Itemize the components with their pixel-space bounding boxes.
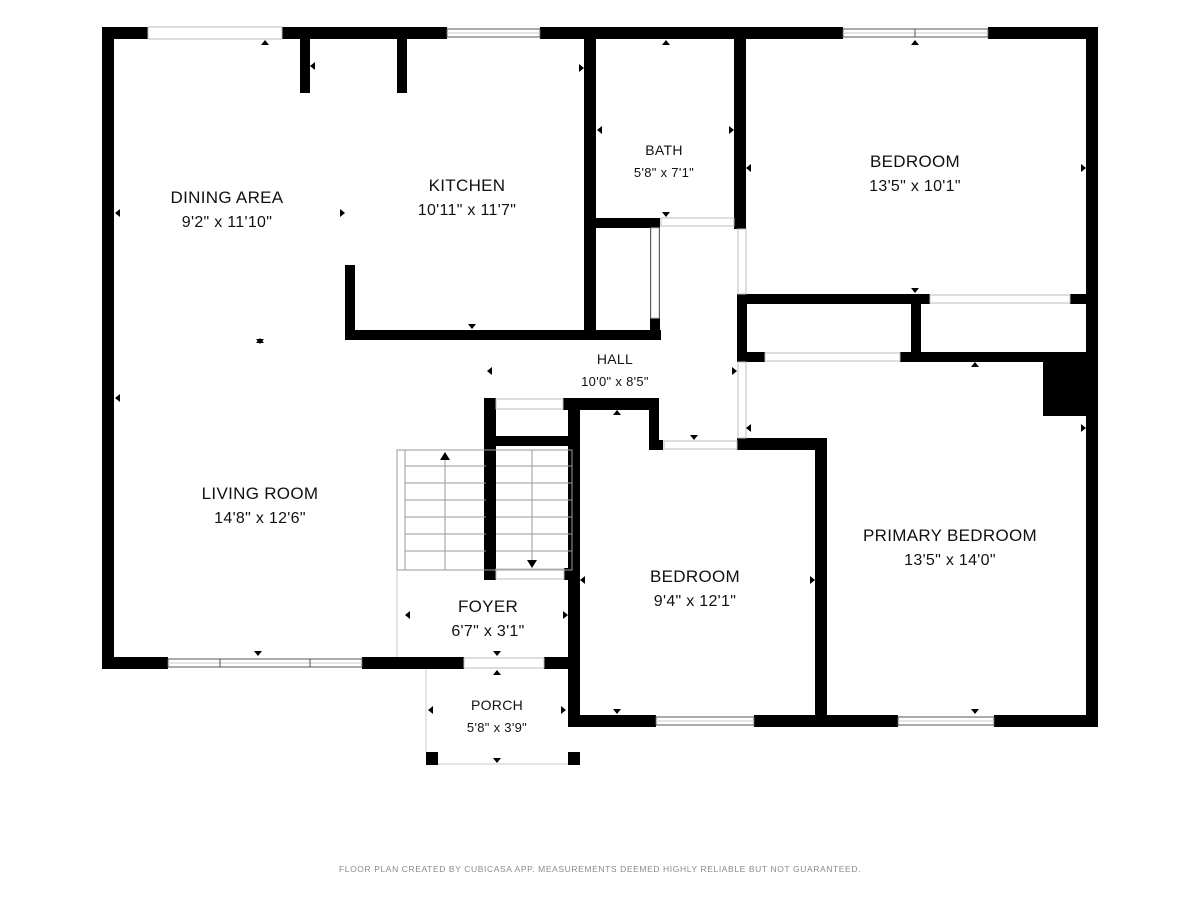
room-label-dining: DINING AREA 9'2" x 11'10" (171, 188, 284, 231)
room-label-living: LIVING ROOM 14'8" x 12'6" (202, 484, 319, 527)
interior-walls (300, 37, 1090, 765)
room-dims-living: 14'8" x 12'6" (214, 510, 306, 527)
foyer-porch-outline (396, 570, 568, 765)
room-dims-bedroom-top: 13'5" x 10'1" (869, 178, 961, 195)
room-name-bath: BATH (645, 142, 683, 158)
room-label-bedroom-mid: BEDROOM 9'4" x 12'1" (650, 567, 740, 610)
windows (147, 26, 1071, 726)
room-label-porch: PORCH 5'8" x 3'9" (467, 697, 527, 735)
footer-disclaimer: FLOOR PLAN CREATED BY CUBICASA APP. MEAS… (339, 864, 861, 874)
room-label-hall: HALL 10'0" x 8'5" (581, 351, 649, 389)
room-label-bedroom-top: BEDROOM 13'5" x 10'1" (869, 152, 961, 195)
room-dims-primary: 13'5" x 14'0" (904, 552, 996, 569)
outer-walls (102, 27, 1098, 727)
room-label-bath: BATH 5'8" x 7'1" (634, 142, 694, 180)
room-name-dining: DINING AREA (171, 188, 284, 207)
stairs (396, 449, 573, 571)
room-name-living: LIVING ROOM (202, 484, 319, 503)
room-label-kitchen: KITCHEN 10'11" x 11'7" (418, 176, 516, 219)
room-dims-porch: 5'8" x 3'9" (467, 720, 527, 735)
room-dims-bath: 5'8" x 7'1" (634, 165, 694, 180)
room-dims-foyer: 6'7" x 3'1" (451, 623, 524, 640)
room-name-bedroom-mid: BEDROOM (650, 567, 740, 586)
room-name-primary: PRIMARY BEDROOM (863, 526, 1037, 545)
room-dims-hall: 10'0" x 8'5" (581, 374, 649, 389)
room-label-foyer: FOYER 6'7" x 3'1" (451, 597, 524, 640)
room-name-kitchen: KITCHEN (429, 176, 506, 195)
room-dims-kitchen: 10'11" x 11'7" (418, 202, 516, 219)
room-name-porch: PORCH (471, 697, 523, 713)
room-name-foyer: FOYER (458, 597, 518, 616)
room-dims-dining: 9'2" x 11'10" (182, 214, 272, 231)
room-dims-bedroom-mid: 9'4" x 12'1" (654, 593, 736, 610)
room-name-bedroom-top: BEDROOM (870, 152, 960, 171)
room-label-primary: PRIMARY BEDROOM 13'5" x 14'0" (863, 526, 1037, 569)
dimension-ticks (115, 40, 1086, 763)
room-name-hall: HALL (597, 351, 633, 367)
